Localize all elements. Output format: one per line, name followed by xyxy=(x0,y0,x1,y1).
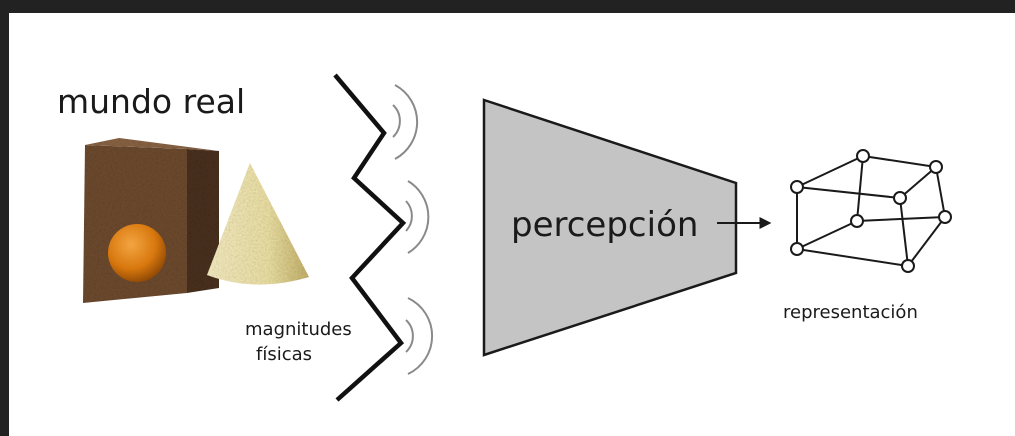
orange-sphere-icon xyxy=(108,224,166,282)
perception-funnel xyxy=(482,98,738,357)
perception-diagram: mundo real magnitudes físicas percepción xyxy=(57,73,952,402)
cone-icon xyxy=(207,163,309,285)
magnitudes-label: magnitudes xyxy=(245,319,352,340)
perception-label: percepción xyxy=(511,205,698,245)
representation-label: representación xyxy=(783,302,918,323)
perception-boundary xyxy=(333,73,407,402)
wireframe-graph-icon xyxy=(790,149,952,273)
world-label: mundo real xyxy=(57,82,245,121)
diagram-canvas: mundo real magnitudes físicas percepción xyxy=(9,13,1015,436)
wave-icon xyxy=(392,84,434,375)
magnitudes-label-line2: físicas xyxy=(256,344,312,365)
